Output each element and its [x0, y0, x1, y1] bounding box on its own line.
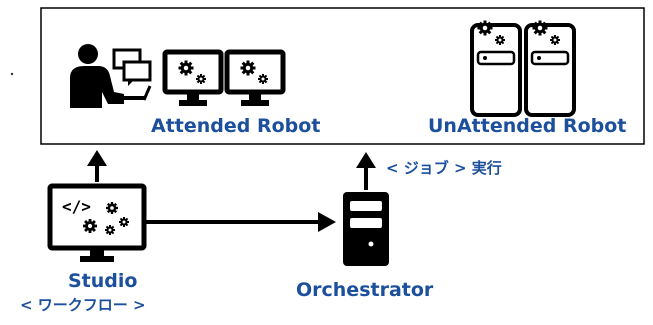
- workflow-label: < ワークフロー >: [20, 296, 146, 314]
- person-with-monitors-icon: [70, 44, 286, 108]
- attended-robot-label: Attended Robot: [151, 115, 321, 137]
- job-execute-label: < ジョブ > 実行: [386, 159, 502, 177]
- server-tower-icon: [343, 192, 389, 266]
- arrow-studio-to-attended: [87, 150, 107, 182]
- arrow-studio-to-orchestrator: [146, 212, 336, 232]
- code-monitor-icon: </>: [47, 183, 147, 262]
- orchestrator-label: Orchestrator: [296, 279, 434, 301]
- arrow-orchestrator-to-unattended: [356, 152, 376, 190]
- robot-servers-icon: [470, 20, 576, 117]
- svg-text:</>: </>: [62, 197, 91, 216]
- unattended-robot-label: UnAttended Robot: [428, 115, 627, 137]
- dot-marker: [10, 72, 14, 76]
- studio-label: Studio: [68, 270, 138, 292]
